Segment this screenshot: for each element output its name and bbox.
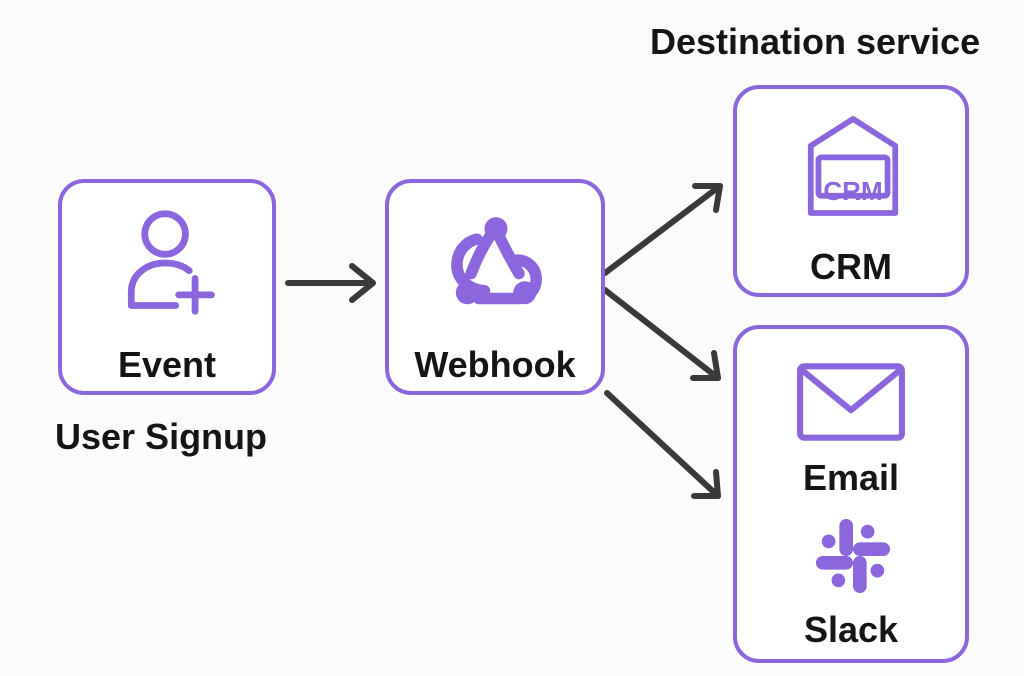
destination-service-title: Destination service bbox=[650, 21, 981, 62]
arrow-webhook-to-slack bbox=[604, 390, 721, 499]
arrow-webhook-to-email bbox=[602, 287, 721, 381]
email-label: Email bbox=[802, 457, 900, 498]
add-user-icon bbox=[127, 210, 215, 315]
crm-building-icon bbox=[807, 116, 899, 216]
user-signup-caption: User Signup bbox=[55, 416, 268, 457]
crm-label: CRM bbox=[810, 246, 892, 287]
crm-icon-text: CRM bbox=[823, 176, 883, 206]
arrow-webhook-to-crm bbox=[602, 183, 723, 276]
slack-label: Slack bbox=[803, 609, 899, 650]
event-label: Event bbox=[117, 344, 217, 385]
slack-icon bbox=[815, 518, 891, 594]
email-slack-node[interactable]: Email Slack bbox=[733, 325, 969, 663]
webhook-icon bbox=[451, 217, 542, 305]
webhook-label: Webhook bbox=[414, 344, 576, 385]
event-node[interactable]: Event bbox=[58, 179, 276, 395]
crm-node[interactable]: CRM CRM bbox=[733, 85, 969, 297]
arrow-event-to-webhook bbox=[285, 263, 376, 303]
envelope-icon bbox=[797, 363, 905, 441]
webhook-node[interactable]: Webhook bbox=[385, 179, 605, 395]
